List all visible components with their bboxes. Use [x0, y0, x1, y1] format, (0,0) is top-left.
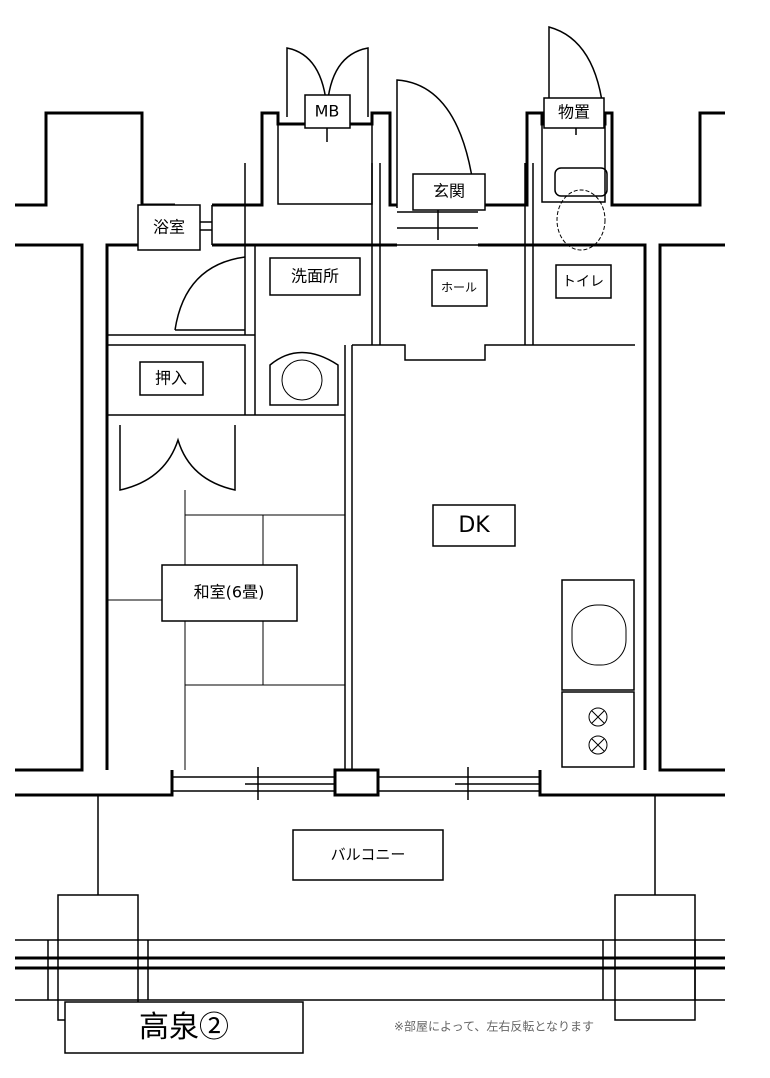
entrance-door [396, 79, 478, 240]
stove [561, 691, 635, 768]
balcony-rail-bars [15, 956, 725, 970]
sink-icon [571, 604, 627, 666]
outer-wall-lower [15, 243, 725, 772]
label-box-washroom [269, 257, 361, 296]
label-box-bath [137, 204, 201, 251]
outer-wall-bottom [15, 770, 725, 797]
room-label-washitsu: 和室(6畳) [194, 583, 265, 602]
label-box-toilet [555, 264, 612, 299]
room-label-entrance: 玄関 [433, 182, 465, 201]
label-box-storage [543, 97, 605, 129]
room-label-mb: MB [315, 102, 340, 121]
tatami-lines [107, 490, 345, 770]
room-label-closet: 押入 [155, 369, 187, 388]
bath-door [174, 256, 246, 331]
room-label-bath: 浴室 [153, 218, 185, 237]
toilet-tank-icon [554, 167, 608, 197]
balcony-outline [97, 795, 656, 895]
label-box-entrance [412, 173, 486, 211]
title-box [64, 1001, 304, 1054]
room-label-toilet: トイレ [562, 274, 604, 290]
balcony-pillar-right [614, 894, 696, 1021]
room-label-dk: DK [458, 513, 490, 538]
window-pillar [333, 768, 380, 797]
washbasin-icon [269, 351, 339, 406]
room-label-washroom: 洗面所 [291, 267, 339, 286]
toilet-bowl-icon [556, 189, 606, 251]
label-box-balcony [292, 829, 444, 881]
sliding-window [172, 767, 540, 800]
washbasin-bowl [281, 359, 323, 401]
sink-counter [561, 579, 635, 691]
room-label-storage: 物置 [558, 103, 590, 122]
label-box-closet [139, 361, 204, 396]
mb-closet [277, 123, 373, 205]
interior-walls [107, 163, 635, 770]
label-box-dk [432, 504, 516, 547]
balcony-rail [15, 939, 725, 1001]
closet-door [119, 425, 236, 491]
stove-burner-icon [588, 707, 608, 755]
storage-closet [541, 123, 606, 203]
room-label-hall: ホール [441, 281, 477, 295]
property-title: 高泉② [139, 1010, 229, 1045]
note-text: ※部屋によって、左右反転となります [394, 1019, 594, 1034]
label-box-mb [304, 94, 351, 129]
label-box-hall [431, 269, 488, 307]
label-box-washitsu [161, 564, 298, 622]
room-label-balcony: バルコニー [331, 846, 406, 864]
outer-wall-top [15, 111, 725, 207]
